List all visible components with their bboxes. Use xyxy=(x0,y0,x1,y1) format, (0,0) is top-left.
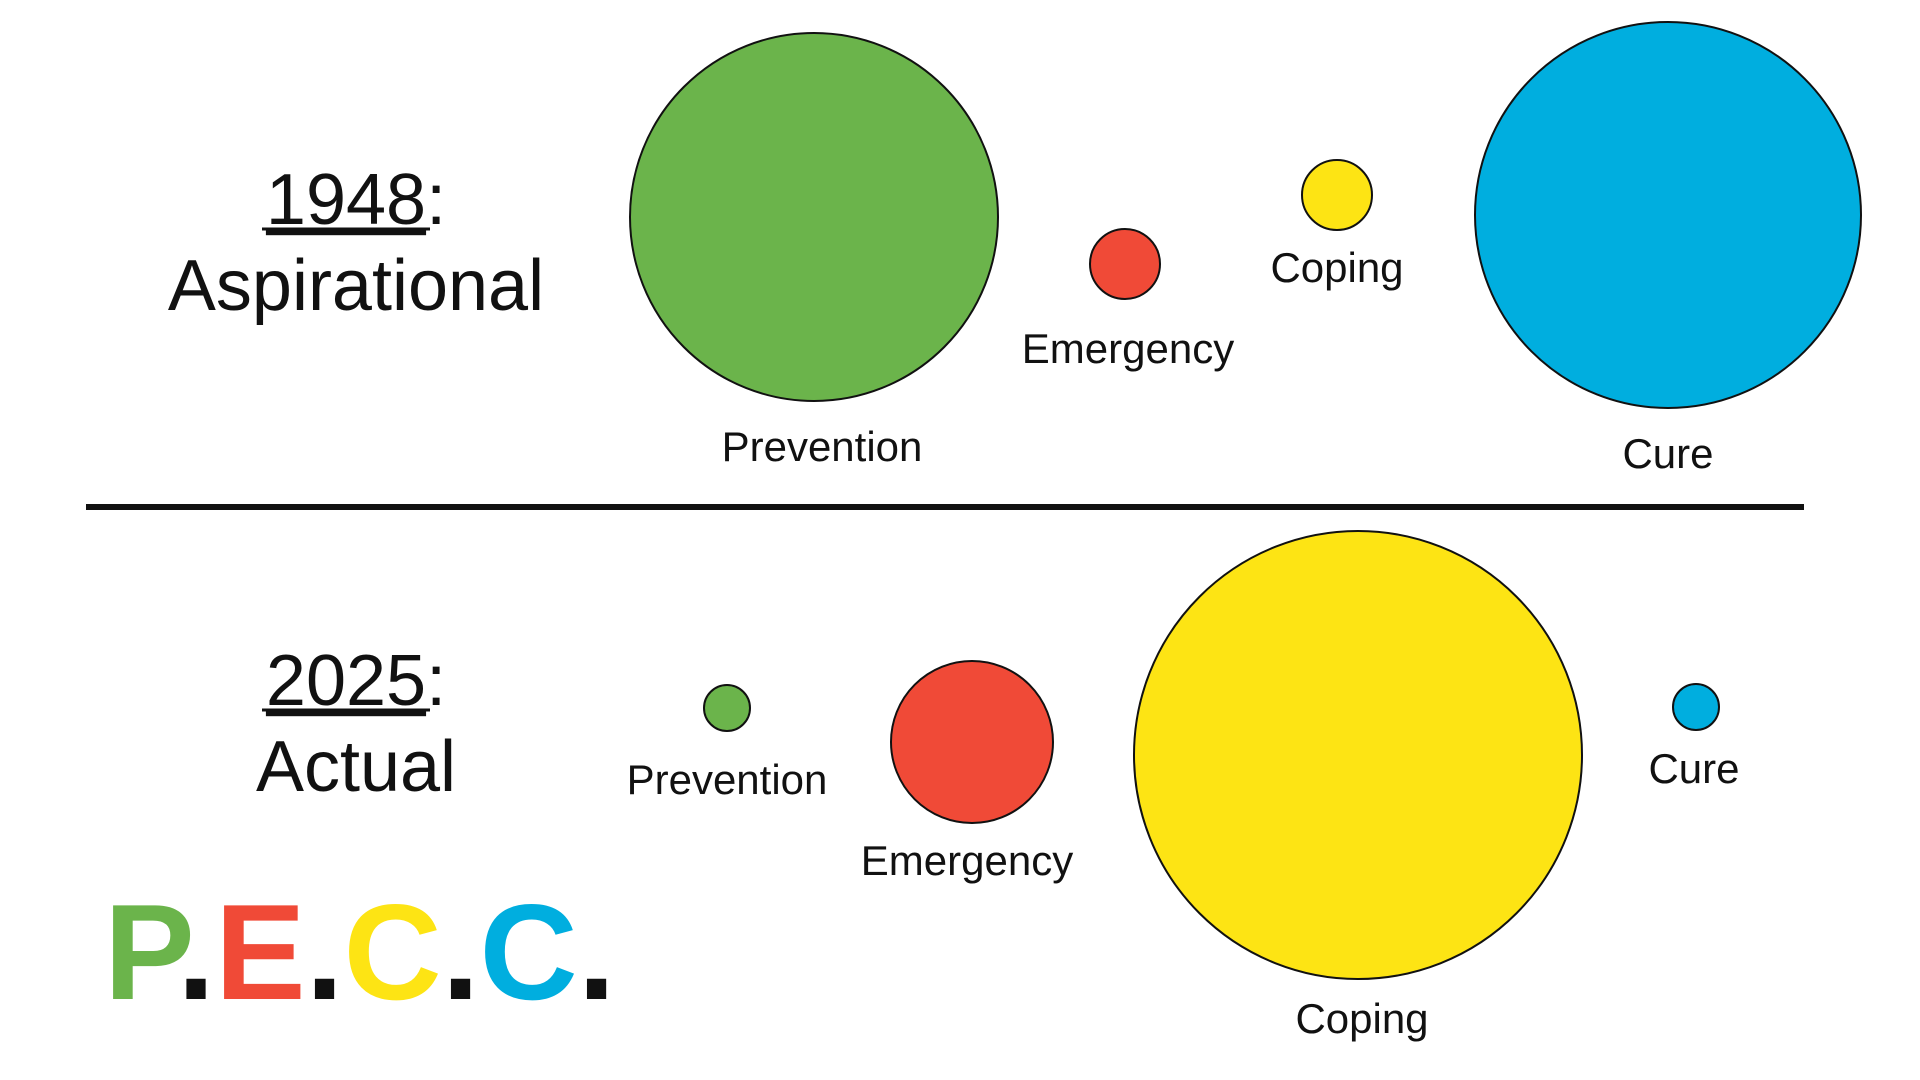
pecc-logo: P.E.C.C. xyxy=(104,876,616,1028)
top-cure-circle xyxy=(1474,21,1862,409)
logo-p: P xyxy=(104,876,191,1028)
bottom-coping-circle xyxy=(1133,530,1583,980)
bottom-prevention-label: Prevention xyxy=(627,756,828,803)
bottom-emergency-circle xyxy=(890,660,1054,824)
bottom-coping-label: Coping xyxy=(1295,995,1428,1042)
bottom-colon: : xyxy=(426,641,446,721)
logo-c-coping: C xyxy=(344,876,442,1028)
top-subtitle: Aspirational xyxy=(168,246,544,326)
logo-dot-3: . xyxy=(442,876,480,1028)
bottom-emergency-label: Emergency xyxy=(861,837,1073,884)
bottom-cure-circle xyxy=(1672,683,1720,731)
bottom-prevention-circle xyxy=(703,684,751,732)
top-year-heading: 1948: xyxy=(266,160,446,240)
bottom-cure-label: Cure xyxy=(1648,745,1739,792)
logo-e: E xyxy=(215,876,306,1028)
top-prevention-circle xyxy=(629,32,999,402)
logo-dot-4: . xyxy=(578,876,616,1028)
bottom-year-heading: 2025: xyxy=(266,641,446,721)
logo-dot-1: . xyxy=(177,876,215,1028)
top-coping-circle xyxy=(1301,159,1373,231)
top-coping-label: Coping xyxy=(1270,244,1403,291)
top-emergency-circle xyxy=(1089,228,1161,300)
logo-dot-2: . xyxy=(306,876,344,1028)
top-cure-label: Cure xyxy=(1622,430,1713,477)
logo-c-cure: C xyxy=(480,876,578,1028)
top-year: 1948 xyxy=(266,160,426,240)
top-prevention-label: Prevention xyxy=(722,423,923,470)
bottom-year: 2025 xyxy=(266,641,426,721)
top-emergency-label: Emergency xyxy=(1022,325,1234,372)
bottom-subtitle: Actual xyxy=(256,727,456,807)
top-colon: : xyxy=(426,160,446,240)
